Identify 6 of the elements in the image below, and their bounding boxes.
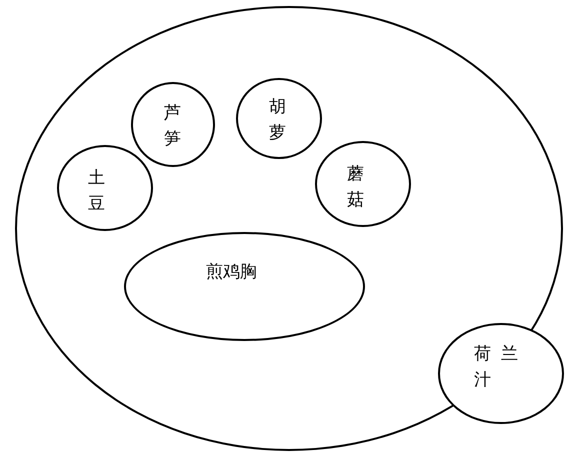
- ingredient-label: 芦笋: [164, 102, 182, 151]
- ingredient-label: 煎鸡胸: [206, 261, 258, 284]
- ingredient-label: 胡萝: [269, 96, 287, 145]
- ingredient-label: 蘑菇: [347, 163, 365, 212]
- ingredient-label: 土豆: [88, 167, 106, 216]
- ingredient-label: 荷兰汁: [474, 343, 529, 392]
